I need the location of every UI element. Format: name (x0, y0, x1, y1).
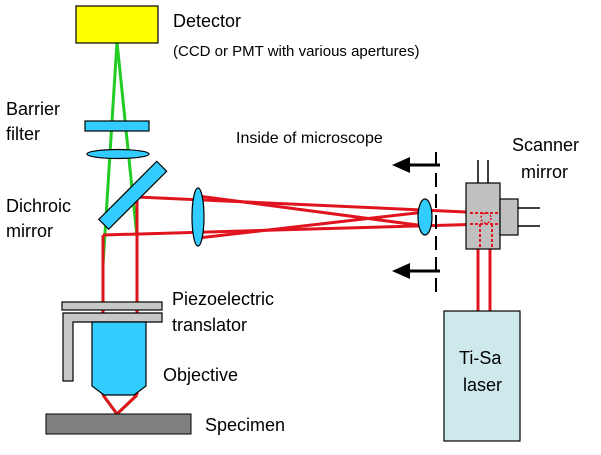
label-barrier-2: filter (6, 124, 40, 144)
relay-lens (417, 198, 433, 236)
label-scanner-2: mirror (521, 162, 568, 182)
scan-ray-cross-b (197, 194, 426, 228)
label-objective: Objective (163, 365, 238, 385)
laser-box (443, 310, 521, 442)
scanner-mirror (465, 160, 540, 250)
red-focus-left (101, 394, 119, 415)
label-specimen: Specimen (205, 415, 285, 435)
label-piezo-1: Piezoelectric (172, 289, 274, 309)
label-inside-microscope: Inside of microscope (236, 130, 383, 147)
direction-arrow-lower (392, 263, 440, 279)
label-detector-note: (CCD or PMT with various apertures) (173, 43, 419, 60)
direction-arrow-upper (392, 157, 440, 173)
piezo-translator (61, 301, 163, 382)
objective-lens (91, 321, 147, 396)
scan-lens (191, 187, 205, 247)
label-laser-1: Ti-Sa (459, 348, 502, 368)
label-laser-2: laser (463, 375, 502, 395)
label-detector: Detector (173, 11, 241, 31)
label-piezo-2: translator (172, 315, 247, 335)
scan-ray-cross-a (197, 210, 426, 240)
red-focus-right (115, 393, 139, 416)
label-barrier-1: Barrier (6, 99, 60, 119)
barrier-filter (84, 120, 150, 132)
dichroic-mirror (97, 160, 168, 231)
label-scanner-1: Scanner (512, 135, 579, 155)
detector-box (75, 5, 159, 44)
specimen-slide (45, 413, 192, 435)
tube-lens (86, 148, 150, 160)
label-dichroic-1: Dichroic (6, 196, 71, 216)
label-dichroic-2: mirror (6, 221, 53, 241)
